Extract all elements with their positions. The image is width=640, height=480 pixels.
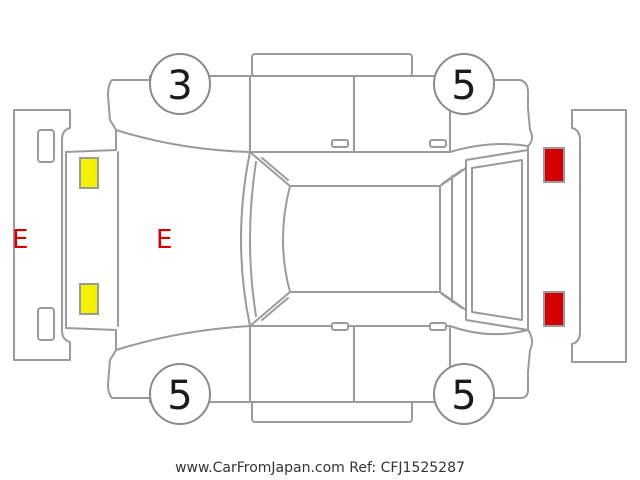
front-bumper <box>13 109 71 361</box>
roof-rail-top <box>251 53 413 77</box>
reference-caption: www.CarFromJapan.com Ref: CFJ1525287 <box>175 460 465 476</box>
tire-rear-right-label: 5 <box>451 373 476 419</box>
tire-rear-right: 5 <box>433 363 495 425</box>
tire-front-right-label: 5 <box>167 373 192 419</box>
tire-rear-left: 5 <box>433 53 495 115</box>
tire-front-right: 5 <box>149 363 211 425</box>
rear-window <box>465 149 529 331</box>
tire-rear-left-label: 5 <box>451 63 476 109</box>
front-light-top <box>79 157 99 189</box>
tire-front-left-label: 3 <box>167 63 192 109</box>
rear-light-bottom <box>543 291 565 327</box>
rear-bumper <box>571 109 627 363</box>
hood-damage-mark: E <box>156 225 172 255</box>
tire-front-left: 3 <box>149 53 211 115</box>
rear-light-top <box>543 147 565 183</box>
front-bumper-damage-mark: E <box>12 225 28 255</box>
front-light-bottom <box>79 283 99 315</box>
